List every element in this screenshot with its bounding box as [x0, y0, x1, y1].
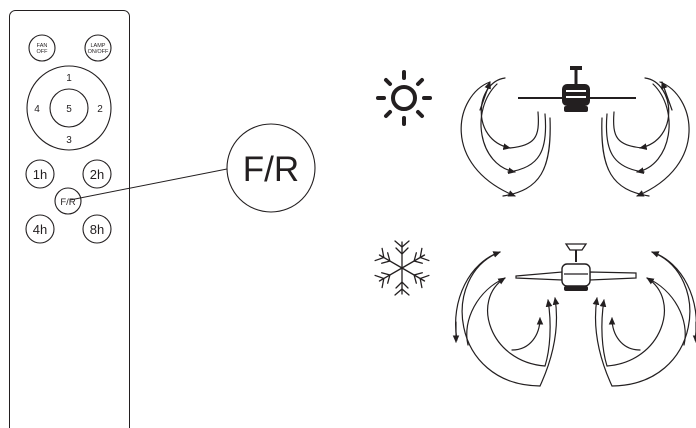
callout-leader-line [69, 167, 233, 201]
lamp-label-2: ON/OFF [88, 49, 109, 55]
speed-5-button[interactable] [49, 88, 89, 128]
snowflake-icon [374, 240, 430, 296]
lamp-label-1: LAMP [91, 43, 106, 49]
remote-body [9, 10, 130, 428]
fan-off-label-1: FAN [37, 43, 48, 49]
timer-2h-label: 2h [90, 167, 104, 182]
timer-8h-button[interactable]: 8h [82, 214, 112, 244]
reverse-button[interactable]: F/R [54, 187, 82, 215]
timer-8h-label: 8h [90, 222, 104, 237]
speed-dial[interactable]: 1 2 3 4 5 [26, 65, 112, 151]
timer-4h-label: 4h [33, 222, 47, 237]
airflow-down-right [601, 77, 690, 197]
remote-control: FAN OFF LAMP ON/OFF 1 2 3 4 5 1h 2h [9, 10, 130, 428]
airflow-up-left [452, 251, 560, 387]
timer-2h-button[interactable]: 2h [82, 159, 112, 189]
ceiling-fan-bottom [515, 243, 637, 291]
airflow-up-right [592, 251, 696, 387]
airflow-down-left [460, 77, 551, 197]
speed-2-label[interactable]: 2 [97, 104, 103, 115]
ceiling-fan-top [518, 66, 636, 112]
sun-icon [376, 70, 432, 126]
timer-4h-button[interactable]: 4h [25, 214, 55, 244]
fan-off-label-2: OFF [37, 49, 49, 55]
speed-5-label[interactable]: 5 [66, 104, 72, 115]
lamp-button[interactable]: LAMP ON/OFF [84, 34, 112, 62]
timer-1h-button[interactable]: 1h [25, 159, 55, 189]
speed-4-label[interactable]: 4 [34, 104, 40, 115]
summer-fan [460, 66, 690, 197]
callout-label: F/R [243, 150, 299, 189]
timer-1h-label: 1h [33, 167, 47, 182]
reverse-button-label: F/R [60, 197, 75, 208]
speed-1-label[interactable]: 1 [66, 73, 72, 84]
fan-off-button[interactable]: FAN OFF [28, 34, 56, 62]
reverse-callout: F/R [226, 123, 316, 213]
winter-fan [452, 243, 696, 387]
speed-3-label[interactable]: 3 [66, 135, 72, 146]
